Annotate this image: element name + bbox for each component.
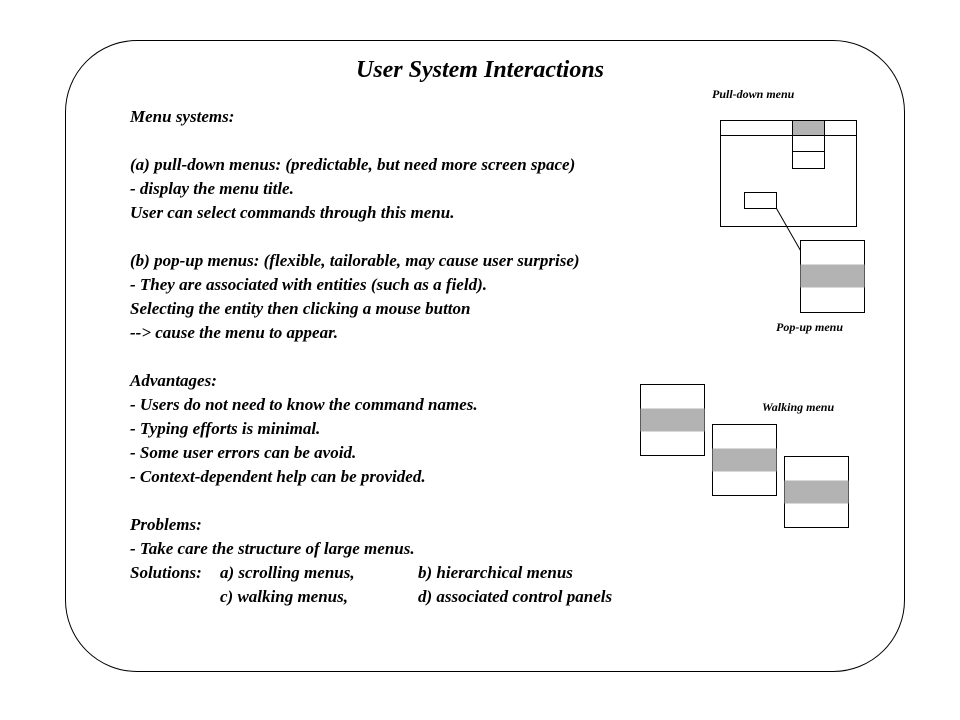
pulldown-title-highlight xyxy=(792,120,825,136)
text-line: - Some user errors can be avoid. xyxy=(130,443,357,462)
text-line: - Context-dependent help can be provided… xyxy=(130,467,426,486)
pulldown-menu-diagram xyxy=(720,120,857,251)
pulldown-window xyxy=(720,120,857,227)
popup-connector-line xyxy=(776,208,801,251)
text-line: - Take care the structure of large menus… xyxy=(130,539,415,558)
text-line: - display the menu title. xyxy=(130,179,294,198)
pulldown-item xyxy=(792,135,825,152)
popup-menu-diagram xyxy=(800,240,865,313)
text-line: User can select commands through this me… xyxy=(130,203,455,222)
pulldown-menu-label: Pull-down menu xyxy=(712,87,795,101)
solutions-row-1: Solutions: a) scrolling menus, b) hierar… xyxy=(130,561,730,585)
slide-frame xyxy=(65,40,905,672)
walking-highlight-2 xyxy=(712,448,777,472)
popup-menu-label: Pop-up menu xyxy=(776,320,844,334)
text-line: (b) pop-up menus: (flexible, tailorable,… xyxy=(130,251,580,270)
popup-highlight xyxy=(800,264,865,288)
walking-menu-diagram xyxy=(640,384,849,528)
text-line: Problems: xyxy=(130,515,202,534)
text-line: --> cause the menu to appear. xyxy=(130,323,339,342)
text-line: - Typing efforts is minimal. xyxy=(130,419,321,438)
text-line: Advantages: xyxy=(130,371,217,390)
text-line: (a) pull-down menus: (predictable, but n… xyxy=(130,155,576,174)
walking-highlight-3 xyxy=(784,480,849,504)
text-line: - Users do not need to know the command … xyxy=(130,395,478,414)
pulldown-item xyxy=(792,151,825,169)
text-line: - They are associated with entities (suc… xyxy=(130,275,487,294)
text-line: Menu systems: xyxy=(130,107,235,126)
solution-b: b) hierarchical menus xyxy=(418,563,573,582)
entity-field xyxy=(744,192,777,209)
solution-d: d) associated control panels xyxy=(418,587,613,606)
solutions-row-2: c) walking menus, d) associated control … xyxy=(130,585,730,609)
text-line: Selecting the entity then clicking a mou… xyxy=(130,299,471,318)
slide-title: User System Interactions xyxy=(355,57,604,83)
solutions-label: Solutions: xyxy=(130,563,202,582)
slide-body: Menu systems: (a) pull-down menus: (pred… xyxy=(130,105,730,609)
walking-highlight-1 xyxy=(640,408,705,432)
walking-menu-label: Walking menu xyxy=(762,400,835,414)
solution-c: c) walking menus, xyxy=(220,587,348,606)
solution-a: a) scrolling menus, xyxy=(220,563,355,582)
